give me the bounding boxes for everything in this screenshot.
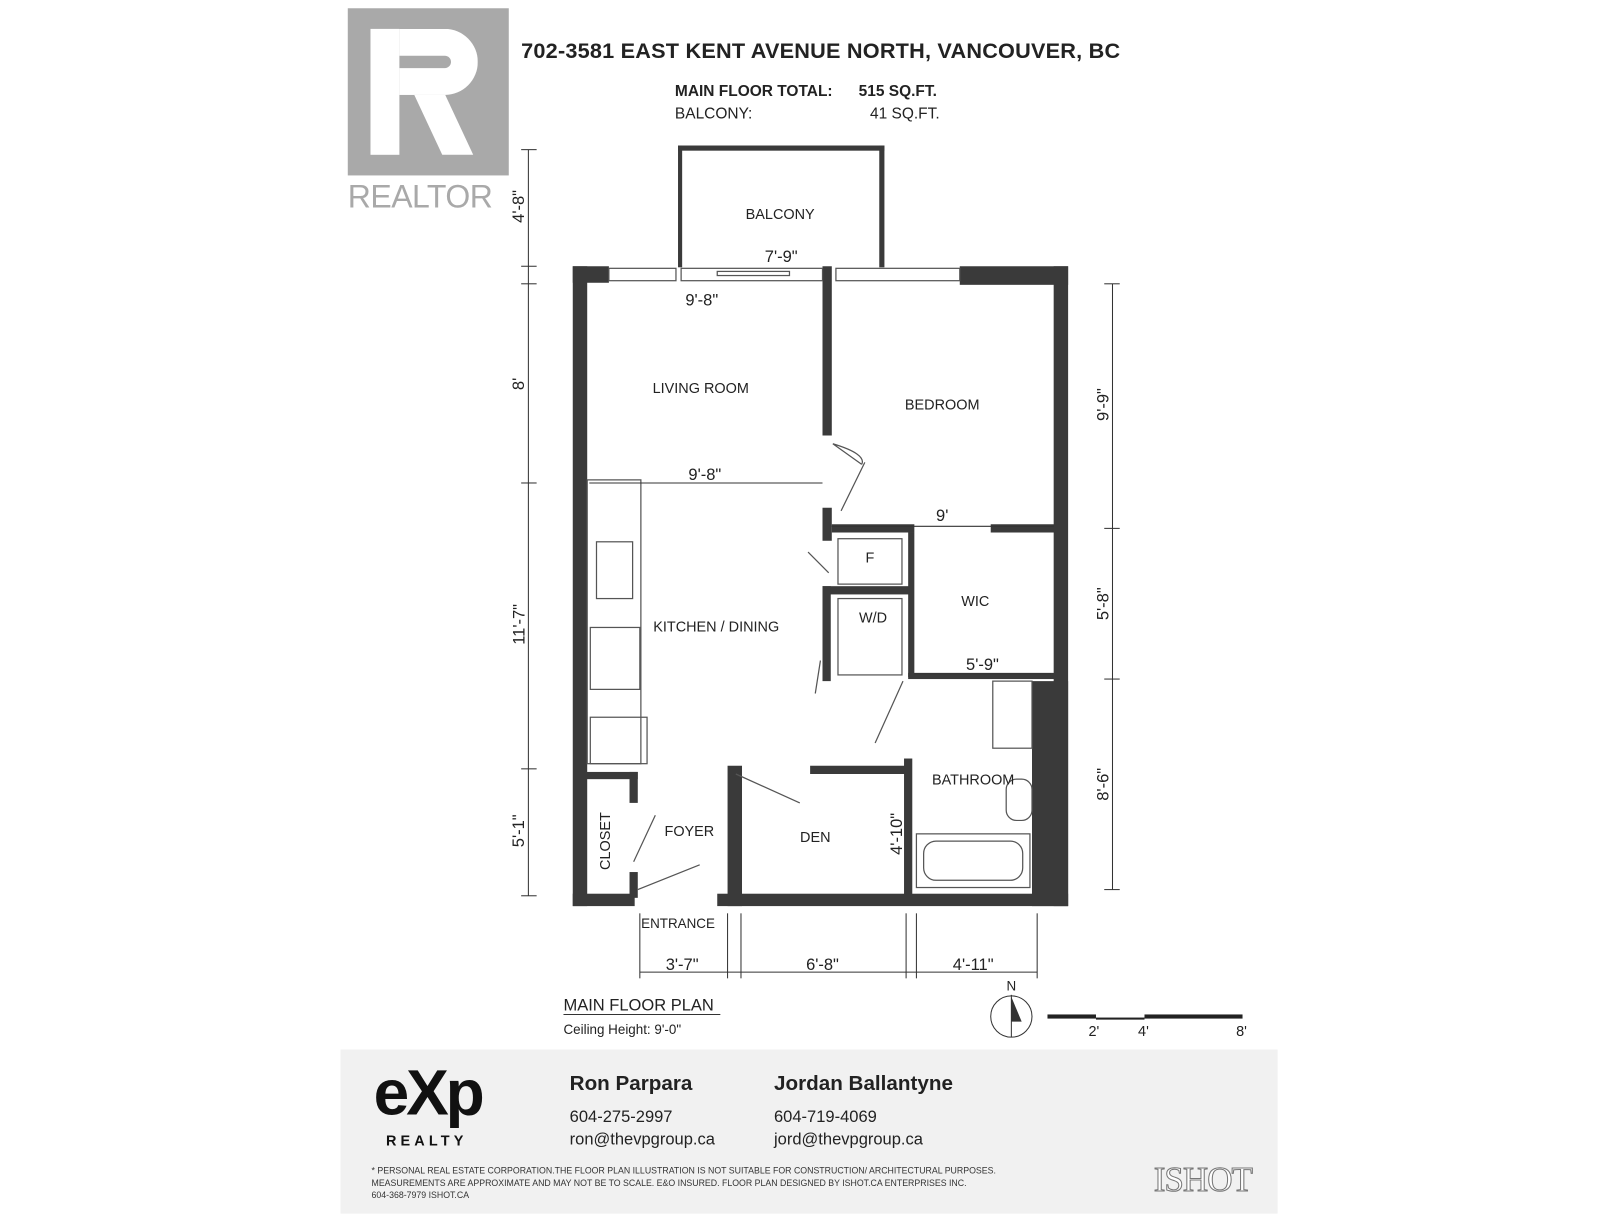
scale-label-8ft: 8' xyxy=(1236,1024,1247,1040)
dim-living-width: 9'-8" xyxy=(685,291,718,309)
room-label-balcony: BALCONY xyxy=(746,207,815,223)
exp-logo-sub: REALTY xyxy=(385,1132,468,1149)
room-label-bathroom: BATHROOM xyxy=(932,772,1014,788)
disclaimer-line: 604-368-7979 ISHOT.CA xyxy=(371,1189,470,1201)
room-label-living-room: LIVING ROOM xyxy=(653,381,749,397)
dim-right-2: 5'-8" xyxy=(1094,587,1112,620)
room-label-den: DEN xyxy=(800,830,830,846)
agent-name: Ron Parpara xyxy=(569,1072,693,1095)
scale-label-2ft: 2' xyxy=(1089,1024,1100,1040)
room-label-washer-dryer: W/D xyxy=(859,610,887,626)
agent-phone[interactable]: 604-719-4069 xyxy=(773,1108,877,1126)
agent-card-1: Ron Parpara 604-275-2997 ron@thevpgroup.… xyxy=(570,1072,715,1149)
dim-bottom-2: 6'-8" xyxy=(806,956,839,974)
disclaimer: * PERSONAL REAL ESTATE CORPORATION.THE F… xyxy=(372,1164,996,1201)
dim-balcony-width: 7'-9" xyxy=(765,248,798,266)
dim-right-3: 8'-6" xyxy=(1094,768,1112,801)
ishot-logo: ISHOT xyxy=(1153,1160,1253,1200)
room-label-closet: CLOSET xyxy=(598,812,614,870)
dim-bottom-1: 3'-7" xyxy=(666,956,699,974)
realtor-logo: REALTOR xyxy=(347,8,511,215)
room-label-fridge: F xyxy=(866,550,875,566)
plan-title: MAIN FLOOR PLAN xyxy=(563,996,713,1014)
dim-kitchen-width: 9'-8" xyxy=(688,466,721,484)
room-label-bedroom: BEDROOM xyxy=(905,398,980,414)
exp-logo: eXp xyxy=(373,1057,485,1130)
realtor-logo-text: REALTOR xyxy=(347,178,493,215)
main-floor-total-label: MAIN FLOOR TOTAL: xyxy=(674,82,833,101)
dim-bedroom-width: 9' xyxy=(936,507,948,525)
disclaimer-line: * PERSONAL REAL ESTATE CORPORATION.THE F… xyxy=(371,1165,996,1176)
dim-left-2: 8' xyxy=(510,378,528,390)
dim-right-1: 9'-9" xyxy=(1094,388,1112,421)
agent-email[interactable]: jord@thevpgroup.ca xyxy=(773,1131,923,1149)
property-address: 702-3581 EAST KENT AVENUE NORTH, VANCOUV… xyxy=(521,39,1121,63)
floor-plan-drawing: BALCONY LIVING ROOM BEDROOM KITCHEN / DI… xyxy=(510,145,1247,1040)
agent-name: Jordan Ballantyne xyxy=(773,1072,953,1095)
fixtures xyxy=(586,267,1033,891)
scale-bar: 2' 4' 8' xyxy=(1047,1014,1247,1040)
balcony-area-value: 41 SQ.FT. xyxy=(869,105,940,123)
dim-left-4: 5'-1" xyxy=(510,814,528,847)
dim-den-depth: 4'-10" xyxy=(888,813,906,855)
dim-left-3: 11'-7" xyxy=(510,604,528,645)
north-arrow-icon: N xyxy=(990,979,1033,1038)
dim-left-1: 4'-8" xyxy=(510,190,528,223)
walls xyxy=(572,145,1069,907)
room-label-foyer: FOYER xyxy=(665,824,715,840)
dim-bottom-3: 4'-11" xyxy=(953,956,994,974)
ceiling-height: Ceiling Height: 9'-0" xyxy=(563,1022,681,1037)
north-label: N xyxy=(1007,979,1017,994)
room-label-kitchen-dining: KITCHEN / DINING xyxy=(653,620,779,636)
room-label-wic: WIC xyxy=(961,594,989,610)
footer: eXp REALTY Ron Parpara 604-275-2997 ron@… xyxy=(340,1049,1278,1214)
entrance-label: ENTRANCE xyxy=(641,916,715,931)
disclaimer-line: MEASUREMENTS ARE APPROXIMATE AND MAY NOT… xyxy=(371,1177,967,1188)
main-floor-total-value: 515 SQ.FT. xyxy=(858,82,937,101)
dimension-lines xyxy=(521,149,1120,979)
balcony-area-label: BALCONY: xyxy=(674,105,753,123)
agent-phone[interactable]: 604-275-2997 xyxy=(569,1108,673,1126)
scale-label-4ft: 4' xyxy=(1138,1024,1149,1040)
dim-wic-width: 5'-9" xyxy=(966,656,999,674)
agent-email[interactable]: ron@thevpgroup.ca xyxy=(569,1131,715,1149)
agent-card-2: Jordan Ballantyne 604-719-4069 jord@thev… xyxy=(774,1072,953,1149)
